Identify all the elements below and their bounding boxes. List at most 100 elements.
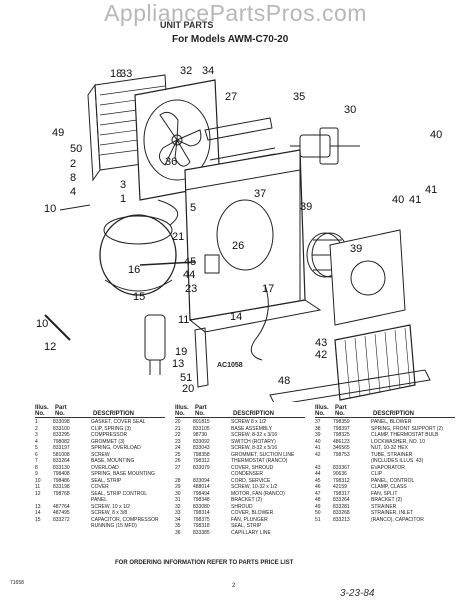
illus-no: 50 bbox=[315, 510, 321, 516]
callout: 35 bbox=[293, 91, 305, 103]
illus-no: 42 bbox=[315, 451, 321, 458]
part-description: BRACKET (2) bbox=[231, 497, 263, 503]
callout: 41 bbox=[409, 194, 421, 206]
illus-no: 51 bbox=[315, 516, 321, 523]
header-part: Part bbox=[55, 405, 67, 411]
seal-strip-2 bbox=[139, 261, 196, 266]
part-no: 487495 bbox=[53, 510, 70, 516]
callout: 14 bbox=[230, 311, 242, 323]
illus-no: 8 bbox=[35, 464, 38, 471]
part-description: SCREW bbox=[91, 451, 110, 458]
callout: 39 bbox=[350, 243, 362, 255]
page-number: 2 bbox=[232, 583, 236, 589]
part-description: COMPRESSOR bbox=[91, 432, 128, 438]
illus-no: 49 bbox=[315, 503, 321, 510]
part-description: SCREW, 10-32 x 1/2 bbox=[231, 484, 278, 490]
illus-no: 5 bbox=[35, 445, 38, 451]
part-no: 833043 bbox=[193, 445, 210, 451]
part-description: CLIP, SPRING (3) bbox=[91, 425, 131, 432]
part-description: CAPILLARY LINE bbox=[231, 529, 271, 536]
part-no: 798486 bbox=[53, 477, 70, 484]
callout: 45 bbox=[184, 256, 196, 268]
part-no: 798317 bbox=[333, 490, 350, 497]
part-description: COVER, BLOWER bbox=[231, 510, 274, 516]
part-no: 833130 bbox=[53, 464, 70, 471]
callout: 11 bbox=[178, 314, 189, 326]
part-no: 798494 bbox=[193, 490, 210, 497]
illus-no: 34 bbox=[175, 516, 181, 523]
part-no: 798397 bbox=[333, 425, 350, 432]
part-description: SEAL, STRIP CONTROL bbox=[91, 490, 148, 497]
header-illus: Illus. bbox=[35, 405, 49, 411]
callout: 33 bbox=[120, 68, 132, 80]
header-no: No. bbox=[175, 411, 185, 417]
callout: 10 bbox=[36, 318, 48, 330]
illus-no: 1 bbox=[35, 419, 38, 425]
part-description: CLIP bbox=[371, 471, 383, 477]
part-no: 798359 bbox=[333, 419, 350, 425]
header-no: No. bbox=[55, 411, 65, 417]
part-description: SPRING, FRONT SUPPORT (2) bbox=[371, 425, 443, 432]
part-description: SPRING, BASE MOUNTING bbox=[91, 471, 155, 477]
part-no: 487764 bbox=[53, 503, 70, 510]
callout: 41 bbox=[425, 184, 437, 196]
table-row: PANEL bbox=[35, 497, 175, 504]
header-description: DESCRIPTION bbox=[233, 411, 275, 417]
illus-no: 33 bbox=[175, 510, 181, 516]
part-no: 833385 bbox=[193, 529, 210, 536]
part-no: 90636 bbox=[333, 471, 347, 477]
document-code: 71658 bbox=[10, 580, 24, 586]
part-no: 833198 bbox=[53, 484, 70, 490]
illus-no: 29 bbox=[175, 484, 181, 490]
part-description: BRACKET (2) bbox=[371, 497, 403, 503]
callout: 48 bbox=[278, 375, 290, 387]
part-no: 833197 bbox=[53, 445, 70, 451]
illus-no: 21 bbox=[175, 425, 181, 432]
callout: 1 bbox=[120, 193, 126, 205]
compressor bbox=[99, 214, 177, 296]
illus-no: 13 bbox=[35, 503, 41, 510]
table-row: CONDENSER bbox=[175, 471, 315, 478]
callout: 37 bbox=[254, 188, 266, 200]
part-no: 798325 bbox=[333, 432, 350, 438]
part-description: STRAINER, INLET bbox=[371, 510, 414, 516]
part-description: FAN, PLUNGER bbox=[231, 516, 268, 523]
capacitor bbox=[144, 314, 166, 375]
part-description: PANEL, CONTROL bbox=[371, 477, 415, 484]
part-description: GROMMET, SUCTION LINE bbox=[231, 451, 295, 458]
part-no: 833094 bbox=[193, 477, 210, 484]
callout: 3 bbox=[120, 179, 126, 191]
illus-no: 11 bbox=[35, 484, 41, 490]
callout: 12 bbox=[44, 341, 56, 353]
part-description: LOCKWASHER, NO. 10 bbox=[371, 438, 425, 445]
part-description: CLAMP, CLASS bbox=[371, 484, 407, 490]
part-description: MOTOR, FAN (RANCO) bbox=[231, 490, 285, 497]
callout: 23 bbox=[185, 283, 197, 295]
part-no: 798312 bbox=[193, 458, 210, 464]
part-no: 833264 bbox=[53, 458, 70, 464]
illus-no: 37 bbox=[315, 419, 321, 425]
part-description: FAN, SPLIT bbox=[371, 490, 398, 497]
header-illus: Illus. bbox=[315, 405, 329, 411]
table-row: (INCLUDES ILLUS. 43) bbox=[315, 458, 455, 465]
part-no: 833367 bbox=[333, 464, 350, 471]
watermark: AppliancePartsPros.com bbox=[104, 0, 367, 26]
page-subtitle: For Models AWM-C70-20 bbox=[172, 34, 289, 45]
part-description: COVER, SHROUD bbox=[231, 464, 274, 471]
